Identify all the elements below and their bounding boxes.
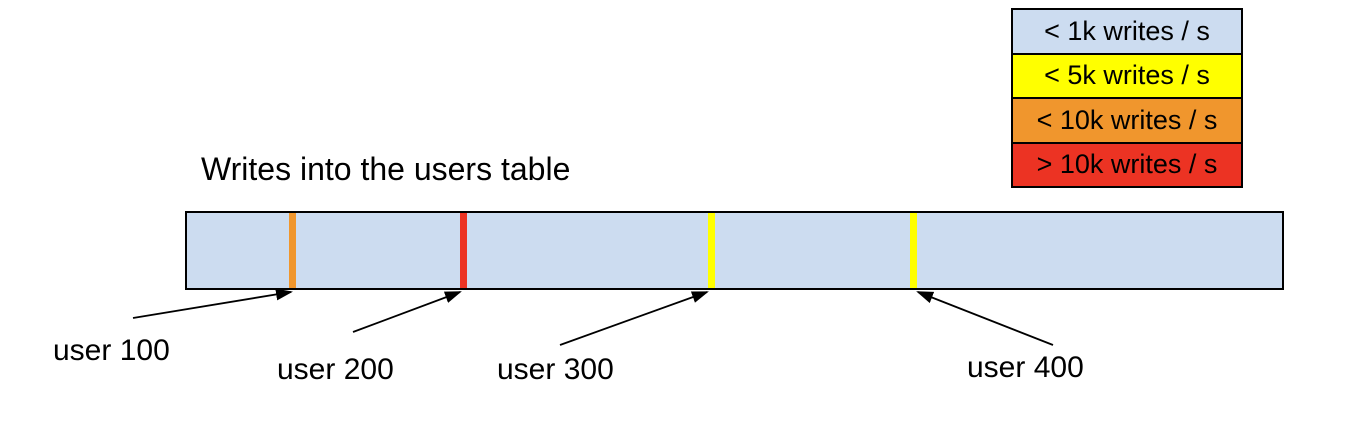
legend-item--10k-writes-s: < 10k writes / s xyxy=(1011,97,1243,144)
arrow-user-400 xyxy=(916,291,1054,346)
marker-label-user-400: user 400 xyxy=(967,351,1084,384)
arrow-user-200 xyxy=(352,291,462,333)
legend-item--5k-writes-s: < 5k writes / s xyxy=(1011,52,1243,99)
marker-label-user-200: user 200 xyxy=(277,353,394,386)
write-tick-user-300 xyxy=(707,213,715,288)
legend-item-label: < 10k writes / s xyxy=(1036,104,1218,135)
legend-item-label: < 1k writes / s xyxy=(1044,15,1210,46)
legend-item-label: > 10k writes / s xyxy=(1036,149,1218,180)
arrow-user-100 xyxy=(132,288,293,319)
legend-item--1k-writes-s: < 1k writes / s xyxy=(1011,8,1243,55)
marker-label-user-300: user 300 xyxy=(497,353,614,386)
legend-item-label: < 5k writes / s xyxy=(1044,60,1210,91)
write-tick-user-100 xyxy=(288,213,296,288)
write-rate-legend: < 1k writes / s < 5k writes / s < 10k writ… xyxy=(1011,8,1243,188)
diagram-title: Writes into the users table xyxy=(201,151,571,187)
legend-item--10k-writes-s: > 10k writes / s xyxy=(1011,141,1243,188)
write-tick-user-400 xyxy=(909,213,917,288)
write-tick-user-200 xyxy=(459,213,467,288)
arrow-user-300 xyxy=(559,291,709,346)
marker-label-user-100: user 100 xyxy=(53,334,170,367)
users-table-bar xyxy=(185,211,1284,290)
